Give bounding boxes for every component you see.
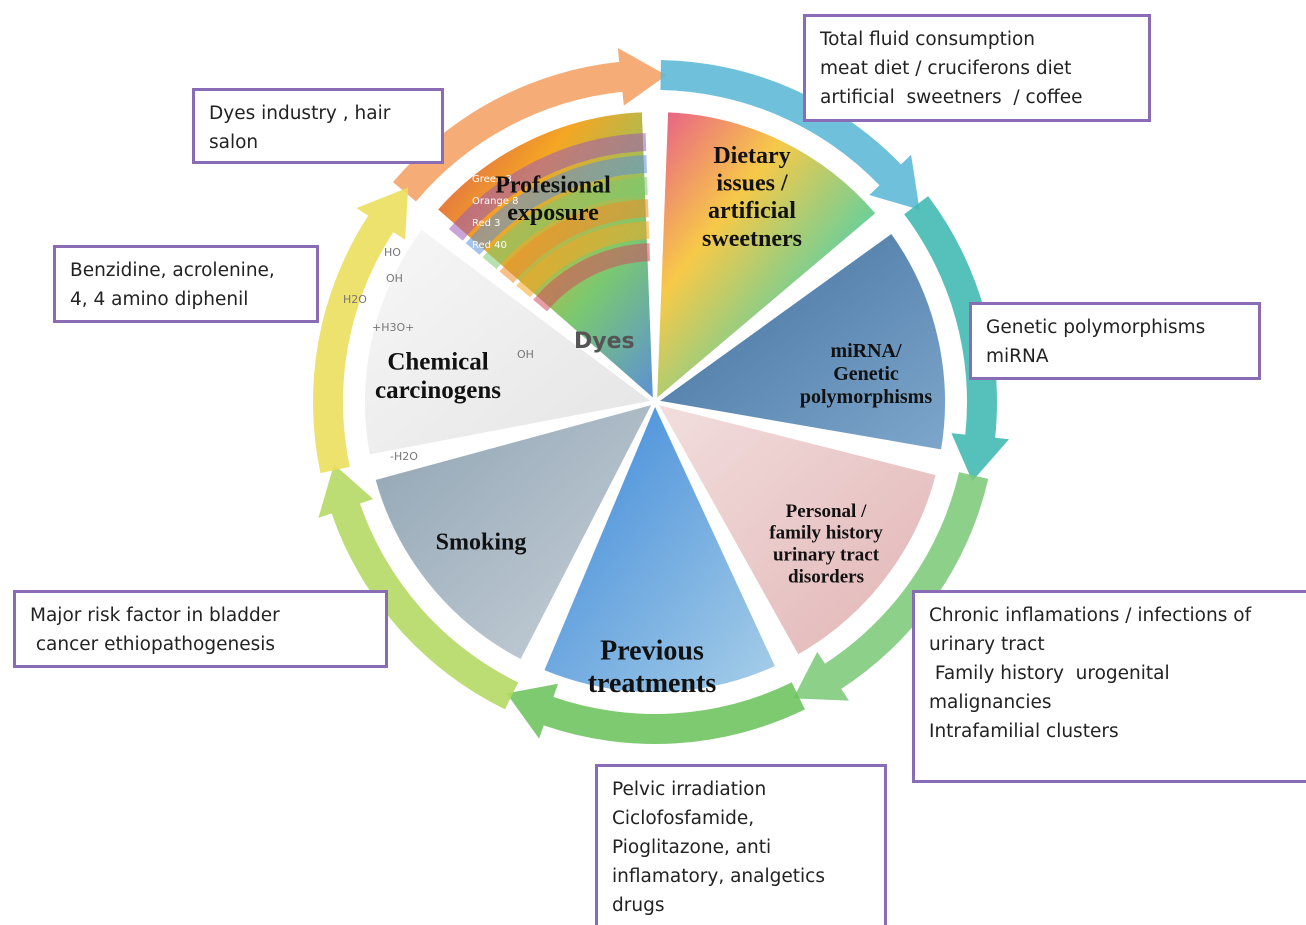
chem-fragment: -H2O bbox=[390, 450, 418, 463]
wheel-segments bbox=[361, 108, 949, 696]
box-line: Pelvic irradiation bbox=[612, 779, 767, 800]
segment-label-line: sweetners bbox=[702, 226, 802, 252]
ring-arrow-professional bbox=[393, 47, 667, 202]
segment-label-line: disorders bbox=[788, 566, 864, 587]
dye-stripe bbox=[499, 199, 649, 284]
box-line: Total fluid consumption bbox=[820, 29, 1036, 50]
segment-label-line: miRNA/ bbox=[830, 340, 902, 362]
box-genetic-polymorphisms: Genetic polymorphisms miRNA bbox=[969, 302, 1261, 380]
ring-arrow-dietary bbox=[660, 60, 920, 210]
segment-label-line: Profesional bbox=[495, 173, 611, 199]
segment-label-line: Genetic bbox=[833, 363, 899, 385]
segment-label-line: treatments bbox=[588, 668, 717, 699]
box-line: malignancies bbox=[929, 692, 1052, 713]
ring-arrow-smoking bbox=[318, 464, 519, 710]
box-line: Chronic inflamations / infections of bbox=[929, 605, 1252, 626]
box-smoking: Major risk factor in bladder cancer ethi… bbox=[13, 590, 388, 668]
dye-stripe bbox=[448, 133, 647, 241]
segment-label-line: artificial bbox=[708, 198, 796, 224]
box-professional-exposure: Dyes industry , hair salon bbox=[192, 88, 444, 164]
ring-arrow-chemical bbox=[312, 187, 409, 474]
segment-professional bbox=[432, 108, 658, 407]
segment-label-line: family history bbox=[769, 523, 883, 544]
segment-history bbox=[650, 398, 941, 660]
box-line: salon bbox=[209, 132, 259, 153]
box-line: 4, 4 amino diphenil bbox=[70, 289, 249, 310]
dye-stripe-label: Red 40 bbox=[472, 240, 507, 251]
segment-chemical bbox=[361, 224, 660, 460]
segment-label-smoking: Smoking bbox=[436, 529, 527, 555]
chem-fragment: OH bbox=[386, 272, 403, 285]
box-line: Family history urogenital bbox=[929, 663, 1170, 684]
segment-label-line: Dietary bbox=[713, 143, 790, 169]
segment-label-line: polymorphisms bbox=[800, 386, 932, 408]
dye-stripe bbox=[482, 177, 648, 269]
segment-label-line: issues / bbox=[716, 171, 788, 197]
box-personal-family-history: Chronic inflamations / infections of uri… bbox=[912, 590, 1306, 783]
dye-stripe bbox=[516, 221, 650, 298]
box-line: Intrafamilial clusters bbox=[929, 721, 1119, 742]
segment-treatments bbox=[539, 397, 781, 696]
segment-smoking bbox=[370, 398, 659, 665]
segment-label-line: carcinogens bbox=[375, 377, 501, 404]
box-line: inflamatory, analgetics bbox=[612, 866, 825, 887]
segment-label-line: exposure bbox=[507, 200, 599, 226]
box-line: urinary tract bbox=[929, 634, 1045, 655]
segment-genetic bbox=[649, 228, 949, 455]
segment-decorations: Green 3 Orange 8 Red 3 Red 40 Dyes HO OH H2O +H3… bbox=[343, 133, 651, 463]
dye-stripe-label: Red 3 bbox=[472, 218, 501, 229]
box-line: artificial sweetners / coffee bbox=[820, 87, 1083, 108]
box-line: Ciclofosfamide, bbox=[612, 808, 755, 829]
box-line: miRNA bbox=[986, 346, 1049, 367]
chem-fragment: OH bbox=[517, 348, 534, 361]
box-line: Benzidine, acrolenine, bbox=[70, 260, 275, 281]
segment-label-line: urinary tract bbox=[773, 545, 880, 566]
arrow-ring bbox=[312, 47, 1010, 744]
segment-label-line: Personal / bbox=[786, 501, 867, 522]
box-line: cancer ethiopathogenesis bbox=[30, 634, 275, 655]
ring-arrow-treatments bbox=[506, 682, 805, 744]
segment-label-line: Chemical bbox=[387, 348, 488, 375]
box-line: drugs bbox=[612, 895, 665, 916]
box-line: Major risk factor in bladder bbox=[30, 605, 280, 626]
ring-arrow-genetic bbox=[904, 196, 1010, 482]
dye-caption: Dyes bbox=[574, 329, 635, 354]
box-line: meat diet / cruciferons diet bbox=[820, 58, 1072, 79]
dye-stripe-label: Orange 8 bbox=[472, 196, 519, 207]
box-line: Pioglitazone, anti bbox=[612, 837, 772, 858]
segment-label-line: Previous bbox=[600, 636, 704, 667]
dye-stripe bbox=[465, 155, 648, 255]
ring-arrow-history bbox=[793, 472, 989, 701]
chem-fragment: HO bbox=[384, 246, 401, 259]
box-dietary-issues: Total fluid consumption meat diet / cruc… bbox=[803, 14, 1151, 122]
chem-fragment: H2O bbox=[343, 293, 367, 306]
dye-stripe-label: Green 3 bbox=[472, 174, 512, 185]
segment-label-line: Smoking bbox=[436, 529, 527, 555]
segment-dietary bbox=[652, 108, 881, 407]
dye-stripe bbox=[533, 243, 651, 312]
box-previous-treatments: Pelvic irradiation Ciclofosfamide, Piogl… bbox=[595, 764, 887, 925]
box-line: Genetic polymorphisms bbox=[986, 317, 1206, 338]
box-line: Dyes industry , hair bbox=[209, 103, 391, 124]
chem-fragment: +H3O+ bbox=[372, 321, 414, 334]
box-chemical-carcinogens: Benzidine, acrolenine, 4, 4 amino diphen… bbox=[53, 245, 319, 323]
